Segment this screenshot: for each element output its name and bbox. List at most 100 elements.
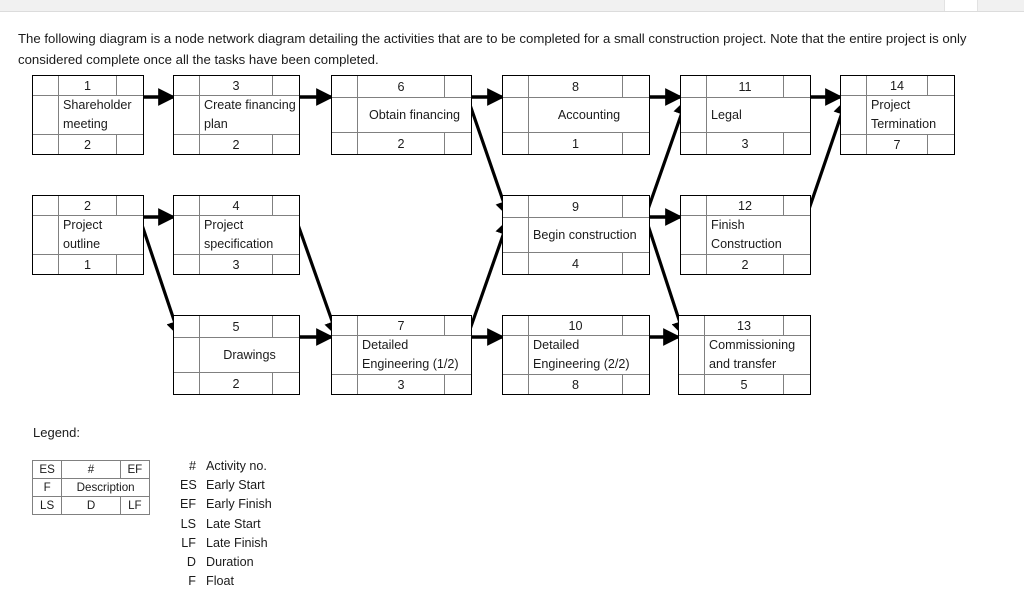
node-cell-lf — [784, 133, 810, 154]
legend-section: Legend: ES # EF F Description LS D LF — [0, 415, 1024, 610]
node-cell-ls — [174, 135, 200, 154]
legend-key-abbr: LF — [181, 535, 196, 550]
node-cell-ef — [784, 316, 810, 335]
node-row-bottom: 2 — [681, 254, 810, 274]
browser-chrome-strip — [0, 0, 1024, 12]
legend-key-description: Late Start — [206, 516, 261, 531]
node-cell-activity-number: 7 — [358, 316, 445, 335]
node-cell-lf — [784, 255, 810, 274]
node-cell-es — [503, 76, 529, 97]
node-cell-description: Legal — [711, 107, 742, 122]
node-cell-ef — [784, 196, 810, 215]
node-row-middle: Project outline — [33, 216, 143, 254]
node-cell-activity-number: 14 — [867, 76, 928, 95]
node-cell-ef — [273, 76, 299, 95]
node-cell-es — [174, 76, 200, 95]
node-cell-lf — [445, 375, 471, 394]
node-row-middle: Project Termination — [841, 96, 954, 134]
node-row-top: 6 — [332, 76, 471, 98]
edge-2-to-5 — [138, 218, 183, 338]
node-row-middle: Create financing plan — [174, 96, 299, 134]
node-cell-duration: 1 — [529, 133, 623, 154]
node-cell-float — [841, 96, 867, 134]
node-row-top: 5 — [174, 316, 299, 338]
node-cell-lf — [928, 135, 954, 154]
node-row-middle: Drawings — [174, 338, 299, 372]
node-cell-es — [679, 316, 705, 335]
node-cell-activity-number: 12 — [707, 196, 784, 215]
node-cell-es — [503, 316, 529, 335]
edge-7-to-9 — [466, 218, 512, 336]
node-cell-ef — [445, 316, 471, 335]
node-cell-duration: 5 — [705, 375, 784, 394]
node-cell-es — [332, 316, 358, 335]
node-cell-ef — [928, 76, 954, 95]
node-row-top: 10 — [503, 316, 649, 336]
node-cell-ls — [332, 375, 358, 394]
node-cell-activity-number: 5 — [200, 316, 273, 337]
node-cell-float — [332, 98, 358, 132]
node-cell-lf — [784, 375, 810, 394]
legend-key-abbr: LS — [180, 516, 196, 531]
legend-cell-ls: LS — [31, 496, 63, 515]
node-cell-float — [33, 96, 59, 134]
node-cell-ls — [841, 135, 867, 154]
node-cell-activity-number: 13 — [705, 316, 784, 335]
browser-tab-gap — [944, 0, 978, 11]
node-cell-ef — [784, 76, 810, 97]
legend-cell-description: Description — [61, 478, 150, 497]
node-cell-activity-number: 9 — [529, 196, 623, 217]
node-cell-activity-number: 4 — [200, 196, 273, 215]
legend-row-bottom: LS D LF — [31, 496, 151, 515]
node-row-middle: Obtain financing — [332, 98, 471, 132]
node-cell-es — [681, 196, 707, 215]
node-cell-duration: 2 — [200, 373, 273, 394]
node-row-top: 14 — [841, 76, 954, 96]
node-row-bottom: 2 — [174, 134, 299, 154]
node-cell-es — [332, 76, 358, 97]
node-row-top: 3 — [174, 76, 299, 96]
node-cell-ef — [623, 76, 649, 97]
node-cell-activity-number: 2 — [59, 196, 117, 215]
node-cell-ls — [503, 375, 529, 394]
node-row-bottom: 5 — [679, 374, 810, 394]
node-cell-es — [33, 76, 59, 95]
legend-title: Legend: — [33, 425, 80, 440]
node-cell-description: Detailed Engineering (2/2) — [533, 338, 630, 371]
legend-row-top: ES # EF — [31, 460, 151, 479]
node-cell-float — [174, 216, 200, 254]
node-cell-duration: 7 — [867, 135, 928, 154]
node-cell-description: Obtain financing — [368, 107, 461, 122]
node-cell-description: Project specification — [204, 218, 274, 251]
node-row-bottom: 4 — [503, 252, 649, 274]
node-row-top: 1 — [33, 76, 143, 96]
node-cell-duration: 1 — [59, 255, 117, 274]
node-cell-duration: 3 — [707, 133, 784, 154]
node-row-bottom: 7 — [841, 134, 954, 154]
legend-cell-num: # — [61, 460, 121, 479]
edge-9-to-11 — [644, 98, 690, 216]
node-row-bottom: 2 — [33, 134, 143, 154]
node-row-bottom: 2 — [174, 372, 299, 394]
node-cell-es — [503, 196, 529, 217]
node-row-top: 12 — [681, 196, 810, 216]
